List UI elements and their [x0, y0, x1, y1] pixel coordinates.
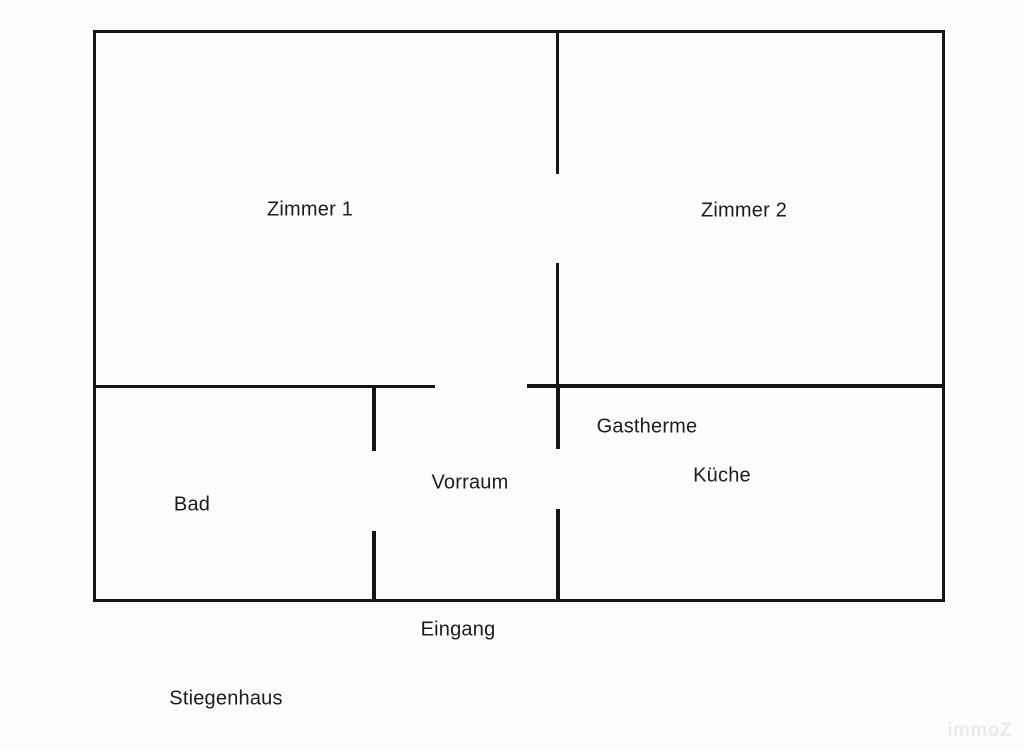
wall-zimmer-divider-upper: [556, 30, 559, 174]
wall-bad-vorraum-lower: [372, 531, 376, 602]
wall-horizontal-divider-left: [93, 385, 435, 388]
wall-vorraum-kueche-upper: [556, 388, 560, 449]
room-label-bad: Bad: [173, 493, 211, 516]
room-label-zimmer-1: Zimmer 1: [266, 198, 354, 221]
wall-bad-vorraum-upper: [372, 388, 376, 451]
room-label-zimmer-2: Zimmer 2: [700, 199, 788, 222]
wall-outer-top: [93, 30, 945, 33]
wall-outer-right: [942, 30, 945, 602]
room-label-vorraum: Vorraum: [431, 471, 509, 494]
room-label-kueche: Küche: [693, 464, 751, 487]
exterior-label-stiegenhaus: Stiegenhaus: [169, 687, 283, 710]
fixture-label-gastherme: Gastherme: [596, 415, 698, 438]
wall-vorraum-kueche-lower: [556, 509, 560, 602]
wall-zimmer-divider-lower: [556, 263, 559, 387]
watermark-text: immoZ: [947, 720, 1012, 741]
wall-outer-left: [93, 30, 96, 602]
wall-horizontal-divider-right: [527, 384, 945, 388]
wall-outer-bottom: [93, 599, 945, 602]
exterior-label-eingang: Eingang: [420, 618, 496, 641]
